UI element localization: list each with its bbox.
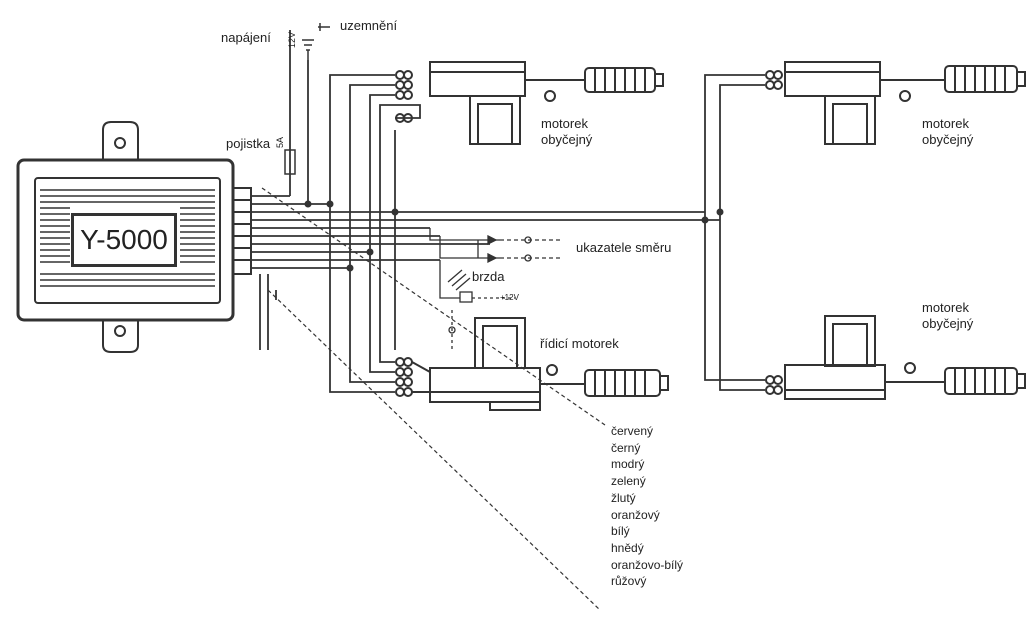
control-unit-inner — [34, 177, 221, 304]
fuse-rating-label: 5A — [275, 136, 285, 148]
motor-3-label: motorek obyčejný — [922, 300, 974, 331]
voltage-label: 12V — [287, 31, 297, 48]
mounting-ear-bottom — [102, 320, 139, 353]
wire-color-list: červený černý modrý zelený žlutý oranžov… — [611, 423, 683, 590]
motor-2-label: motorek obyčejný — [922, 116, 974, 147]
wire-color-item: růžový — [611, 574, 647, 589]
bus-lines — [329, 74, 765, 393]
wire-color-item: černý — [611, 440, 641, 455]
wire-color-item: zelený — [611, 474, 646, 489]
wire-color-item: oranžovo-bílý — [611, 557, 684, 572]
wire-color-item: žlutý — [611, 490, 636, 505]
power-label: napájení — [221, 30, 271, 45]
ground-symbol — [302, 23, 330, 60]
brake-voltage-label: +12V — [500, 293, 519, 302]
connector-block — [232, 187, 252, 275]
motor-1-label: motorek obyčejný — [541, 116, 593, 147]
control-unit-model: Y-5000 — [71, 213, 177, 267]
motor-top-right — [765, 61, 1026, 145]
wire-color-item: červený — [611, 424, 654, 438]
motor-top-left — [395, 61, 664, 145]
wire-color-item: hnědý — [611, 540, 644, 555]
turn-signals-label: ukazatele směru — [576, 240, 672, 255]
master-motor-label: řídicí motorek — [540, 336, 619, 351]
control-unit-ribs — [40, 189, 215, 287]
brake-label: brzda — [472, 269, 505, 284]
wire-color-item: oranžový — [611, 507, 660, 522]
brake-circuit — [439, 260, 515, 350]
fuse-label: pojistka — [226, 136, 271, 151]
harness — [251, 30, 720, 350]
wire-color-item: modrý — [611, 457, 645, 472]
motor-bottom-right — [765, 315, 1026, 400]
wire-color-item: bílý — [611, 524, 630, 539]
mounting-ear-top — [102, 121, 139, 160]
ground-label: uzemnění — [340, 18, 398, 33]
turn-signal-circuit — [429, 228, 560, 264]
master-motor — [395, 317, 669, 411]
